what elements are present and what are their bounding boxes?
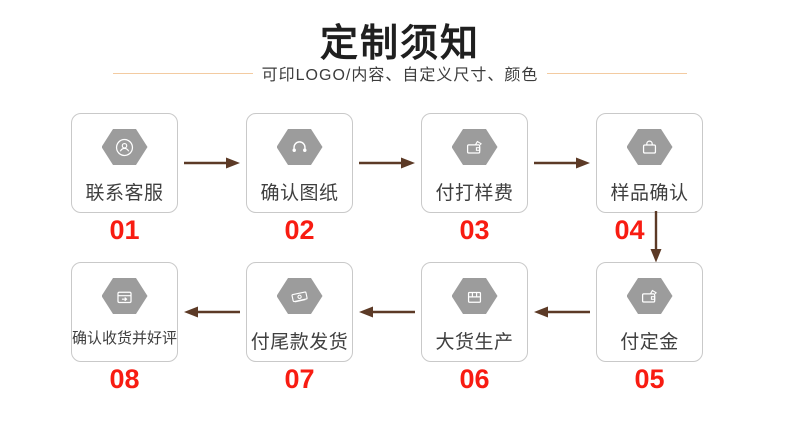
- step-card-bulk-production: 大货生产: [421, 262, 528, 362]
- step-label: 联系客服: [85, 183, 164, 204]
- step-label: 付打样费: [435, 183, 514, 204]
- headset-icon: [276, 129, 323, 165]
- step-label: 付定金: [620, 332, 679, 353]
- arrow-left-icon: [534, 306, 590, 318]
- delivery-box-icon: [101, 278, 148, 314]
- step-card-pay-balance-ship: 付尾款发货: [246, 262, 353, 362]
- arrow-left-icon: [359, 306, 415, 318]
- wallet-icon: [451, 129, 498, 165]
- arrow-right-icon: [184, 157, 240, 169]
- step-card-sample-confirm: 样品确认: [596, 113, 703, 213]
- step-number: 08: [109, 364, 140, 394]
- step-card-confirm-drawing: 确认图纸: [246, 113, 353, 213]
- subtitle-right-divider: [547, 72, 688, 74]
- banknotes-icon: [276, 278, 323, 314]
- arrow-down-icon: [650, 211, 662, 263]
- arrow-right-icon: [534, 157, 590, 169]
- customer-service-icon: [101, 129, 148, 165]
- step-number: 07: [284, 364, 315, 394]
- arrow-right-icon: [359, 157, 415, 169]
- package-icon: [451, 278, 498, 314]
- wallet-icon: [626, 278, 673, 314]
- step-number: 04: [614, 215, 645, 245]
- step-number: 02: [284, 215, 315, 245]
- step-number: 03: [459, 215, 490, 245]
- step-label: 确认图纸: [260, 183, 339, 204]
- page-title: 定制须知: [319, 23, 480, 65]
- step-card-confirm-receipt-review: 确认收货并好评: [71, 262, 178, 362]
- step-label: 付尾款发货: [250, 332, 349, 353]
- step-label: 大货生产: [435, 332, 514, 353]
- step-number: 01: [109, 215, 140, 245]
- step-card-pay-deposit: 付定金: [596, 262, 703, 362]
- step-card-pay-sample-fee: 付打样费: [421, 113, 528, 213]
- subtitle-left-divider: [112, 72, 253, 74]
- step-number: 05: [634, 364, 665, 394]
- step-label: 确认收货并好评: [72, 330, 178, 347]
- page-subtitle: 可印LOGO/内容、自定义尺寸、颜色: [261, 67, 539, 84]
- step-label: 样品确认: [610, 183, 689, 204]
- arrow-left-icon: [184, 306, 240, 318]
- subtitle-row: 可印LOGO/内容、自定义尺寸、颜色: [0, 62, 800, 84]
- bag-icon: [626, 129, 673, 165]
- step-card-contact-service: 联系客服: [71, 113, 178, 213]
- step-number: 06: [459, 364, 490, 394]
